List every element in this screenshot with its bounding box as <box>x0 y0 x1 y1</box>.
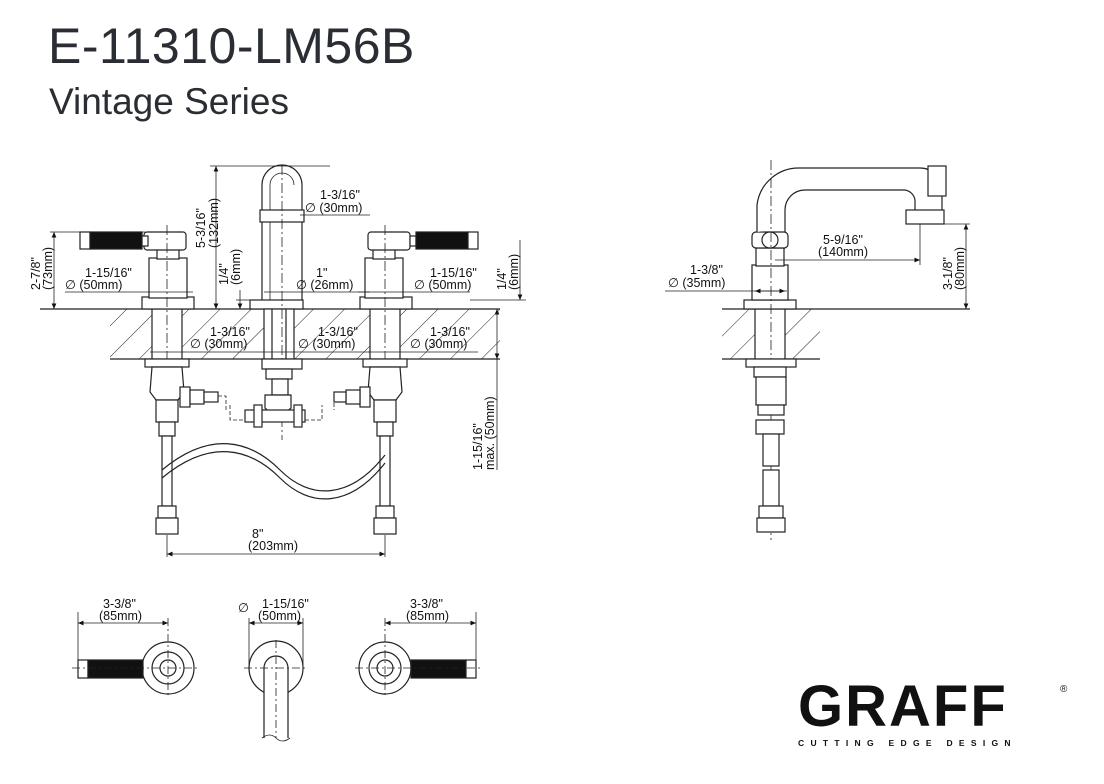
top-spout <box>244 618 308 742</box>
right-escutcheon-imperial: 1/4" <box>495 268 509 290</box>
top-right-handle <box>355 612 480 698</box>
series-name: Vintage Series <box>49 81 289 122</box>
side-dimensions: 5-9/16" (140mm) 3-1/8" (80mm) 1-3/8" ∅ (… <box>668 233 967 290</box>
spout-top-diameter-symbol: ∅ <box>238 601 249 615</box>
handle-height-metric: (73mm) <box>41 247 55 290</box>
right-handle-metric: (85mm) <box>406 609 449 623</box>
shank-center-imperial: 1-3/16" <box>318 325 358 339</box>
top-dimensions: 3-3/8" (85mm) ∅ 1-15/16" (50mm) 3-3/8" (… <box>99 597 449 623</box>
right-base-diameter-imperial: 1-15/16" <box>430 266 477 280</box>
spout-height-imperial: 5-3/16" <box>194 208 208 248</box>
graff-logo: GRAFF ® CUTTING EDGE DESIGN <box>798 674 1067 749</box>
knurled-handle-left <box>89 231 143 250</box>
brand-name: GRAFF <box>798 674 1008 739</box>
deck-thickness-metric: max. (50mm) <box>483 396 497 470</box>
side-view <box>665 160 970 540</box>
left-base-diameter-metric: ∅ (50mm) <box>65 278 122 292</box>
spout-clearance-metric: (80mm) <box>953 247 967 290</box>
registered-mark: ® <box>1060 684 1068 695</box>
shank-left-metric: ∅ (30mm) <box>190 337 247 351</box>
deck-thickness-imperial: 1-15/16" <box>471 423 485 470</box>
escutcheon-imperial: 1/4" <box>217 263 231 285</box>
left-handle-imperial: 3-3/8" <box>103 597 136 611</box>
top-left-handle <box>72 612 198 698</box>
side-base-diameter-imperial: 1-3/8" <box>690 263 723 277</box>
spout-base-diameter-metric: ∅ (26mm) <box>296 278 353 292</box>
right-escutcheon-metric: (6mm) <box>507 254 521 290</box>
left-valve <box>79 225 219 535</box>
center-spout <box>218 164 345 440</box>
escutcheon-metric: (6mm) <box>229 249 243 285</box>
shank-left-imperial: 1-3/16" <box>210 325 250 339</box>
side-base-diameter-metric: ∅ (35mm) <box>668 276 725 290</box>
spout-height-metric: (132mm) <box>207 198 221 248</box>
shank-center-metric: ∅ (30mm) <box>298 337 355 351</box>
centers-imperial: 8" <box>252 527 263 541</box>
left-base-diameter-imperial: 1-15/16" <box>85 266 132 280</box>
front-view <box>40 164 526 557</box>
knurled-handle-right <box>415 231 469 250</box>
front-dimensions: 5-3/16" (132mm) 1-3/16" ∅ (30mm) 2-7/8" … <box>29 188 521 553</box>
spout-clearance-imperial: 3-1/8" <box>941 257 955 290</box>
spout-diameter-metric: ∅ (30mm) <box>305 201 362 215</box>
shank-right-metric: ∅ (30mm) <box>410 337 467 351</box>
centers-metric: (203mm) <box>248 539 298 553</box>
spout-diameter-imperial: 1-3/16" <box>320 188 360 202</box>
model-number: E-11310-LM56B <box>48 18 415 74</box>
handle-height-imperial: 2-7/8" <box>29 257 43 290</box>
right-valve <box>333 225 479 535</box>
spout-reach-imperial: 5-9/16" <box>823 233 863 247</box>
spout-base-diameter-imperial: 1" <box>316 266 327 280</box>
spout-top-diameter-metric: (50mm) <box>258 609 301 623</box>
shank-right-imperial: 1-3/16" <box>430 325 470 339</box>
spout-reach-metric: (140mm) <box>818 245 868 259</box>
left-handle-metric: (85mm) <box>99 609 142 623</box>
spout-top-diameter-imperial: 1-15/16" <box>262 597 309 611</box>
brand-tagline: CUTTING EDGE DESIGN <box>798 738 1017 748</box>
top-view <box>72 612 480 742</box>
right-handle-imperial: 3-3/8" <box>410 597 443 611</box>
right-base-diameter-metric: ∅ (50mm) <box>414 278 471 292</box>
